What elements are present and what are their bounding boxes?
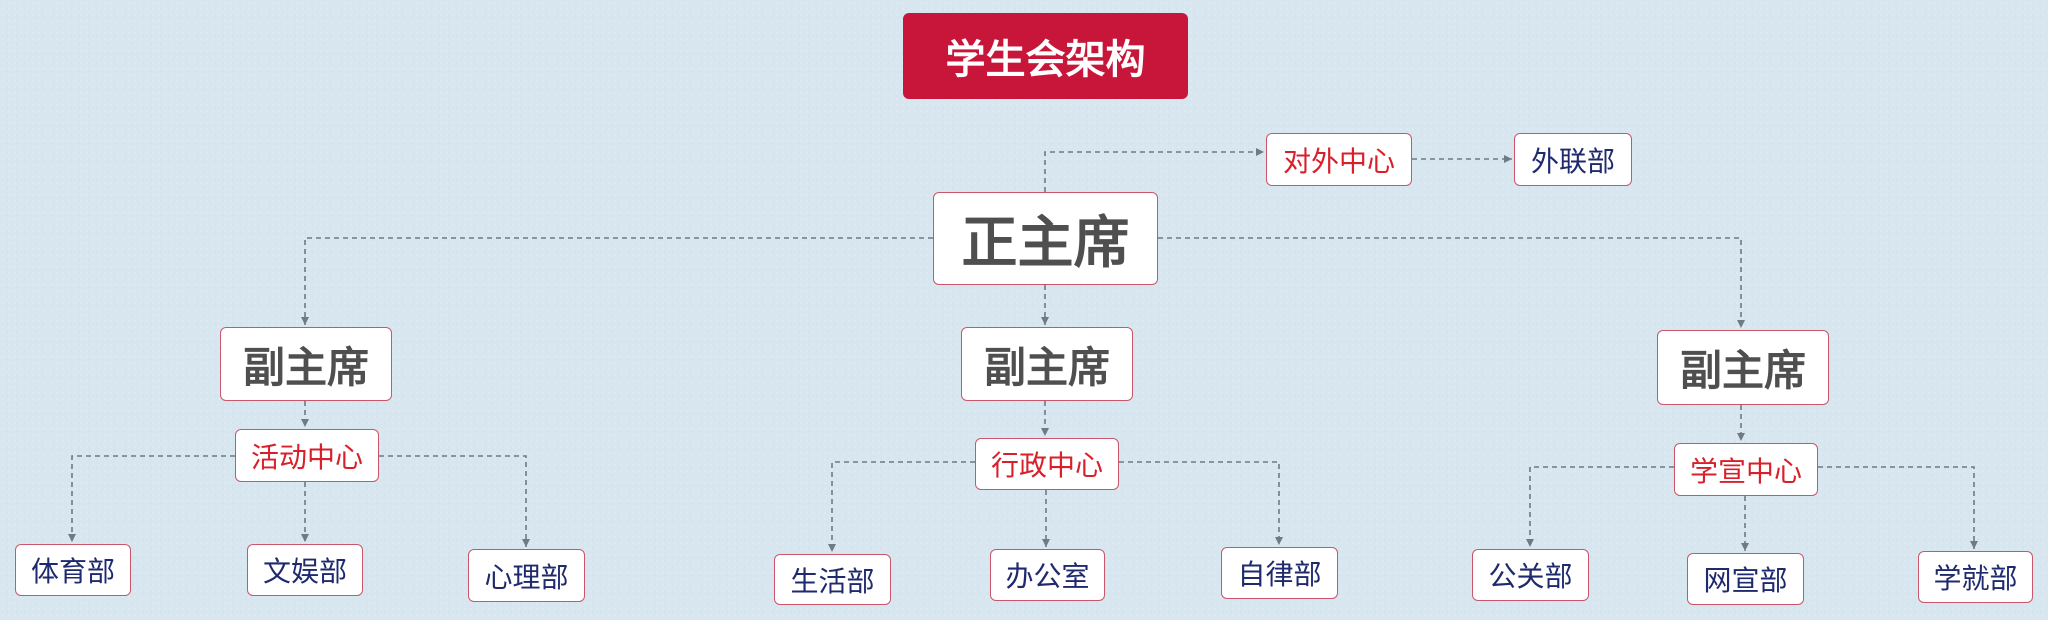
chairman-node: 正主席 — [933, 192, 1158, 285]
admin-center-node: 行政中心 — [975, 438, 1119, 490]
vice-chairman-node-3: 副主席 — [1657, 330, 1829, 405]
edge-center-1-dept-1 — [68, 455, 235, 542]
publicity-center-node: 学宣中心 — [1674, 443, 1818, 496]
department-node-online-publicity: 网宣部 — [1687, 553, 1804, 605]
edge-center-3-dept-1 — [1526, 466, 1674, 547]
edge-root-vice-1 — [301, 237, 933, 325]
page-title: 学生会架构 — [903, 13, 1188, 99]
edge-center-3-dept-3 — [1818, 466, 1978, 549]
external-department-node: 外联部 — [1514, 133, 1632, 186]
department-node-sports: 体育部 — [15, 544, 131, 596]
department-node-life: 生活部 — [774, 554, 891, 605]
department-node-entertainment: 文娱部 — [247, 544, 363, 596]
external-center-node: 对外中心 — [1266, 133, 1412, 186]
department-node-psychology: 心理部 — [468, 549, 585, 602]
edge-center-2-dept-1 — [828, 461, 975, 552]
department-node-discipline: 自律部 — [1221, 547, 1338, 599]
department-node-study-employment: 学就部 — [1918, 551, 2033, 603]
vice-chairman-node-2: 副主席 — [961, 327, 1133, 401]
edge-center-1-dept-3 — [379, 455, 530, 547]
vice-chairman-node-1: 副主席 — [220, 327, 392, 401]
department-node-pr: 公关部 — [1472, 549, 1589, 601]
department-node-office: 办公室 — [990, 549, 1105, 601]
edge-center-2-dept-3 — [1119, 461, 1283, 545]
activity-center-node: 活动中心 — [235, 429, 379, 482]
edge-root-vice-3 — [1158, 237, 1745, 328]
edge-root-external-center — [1044, 148, 1264, 192]
